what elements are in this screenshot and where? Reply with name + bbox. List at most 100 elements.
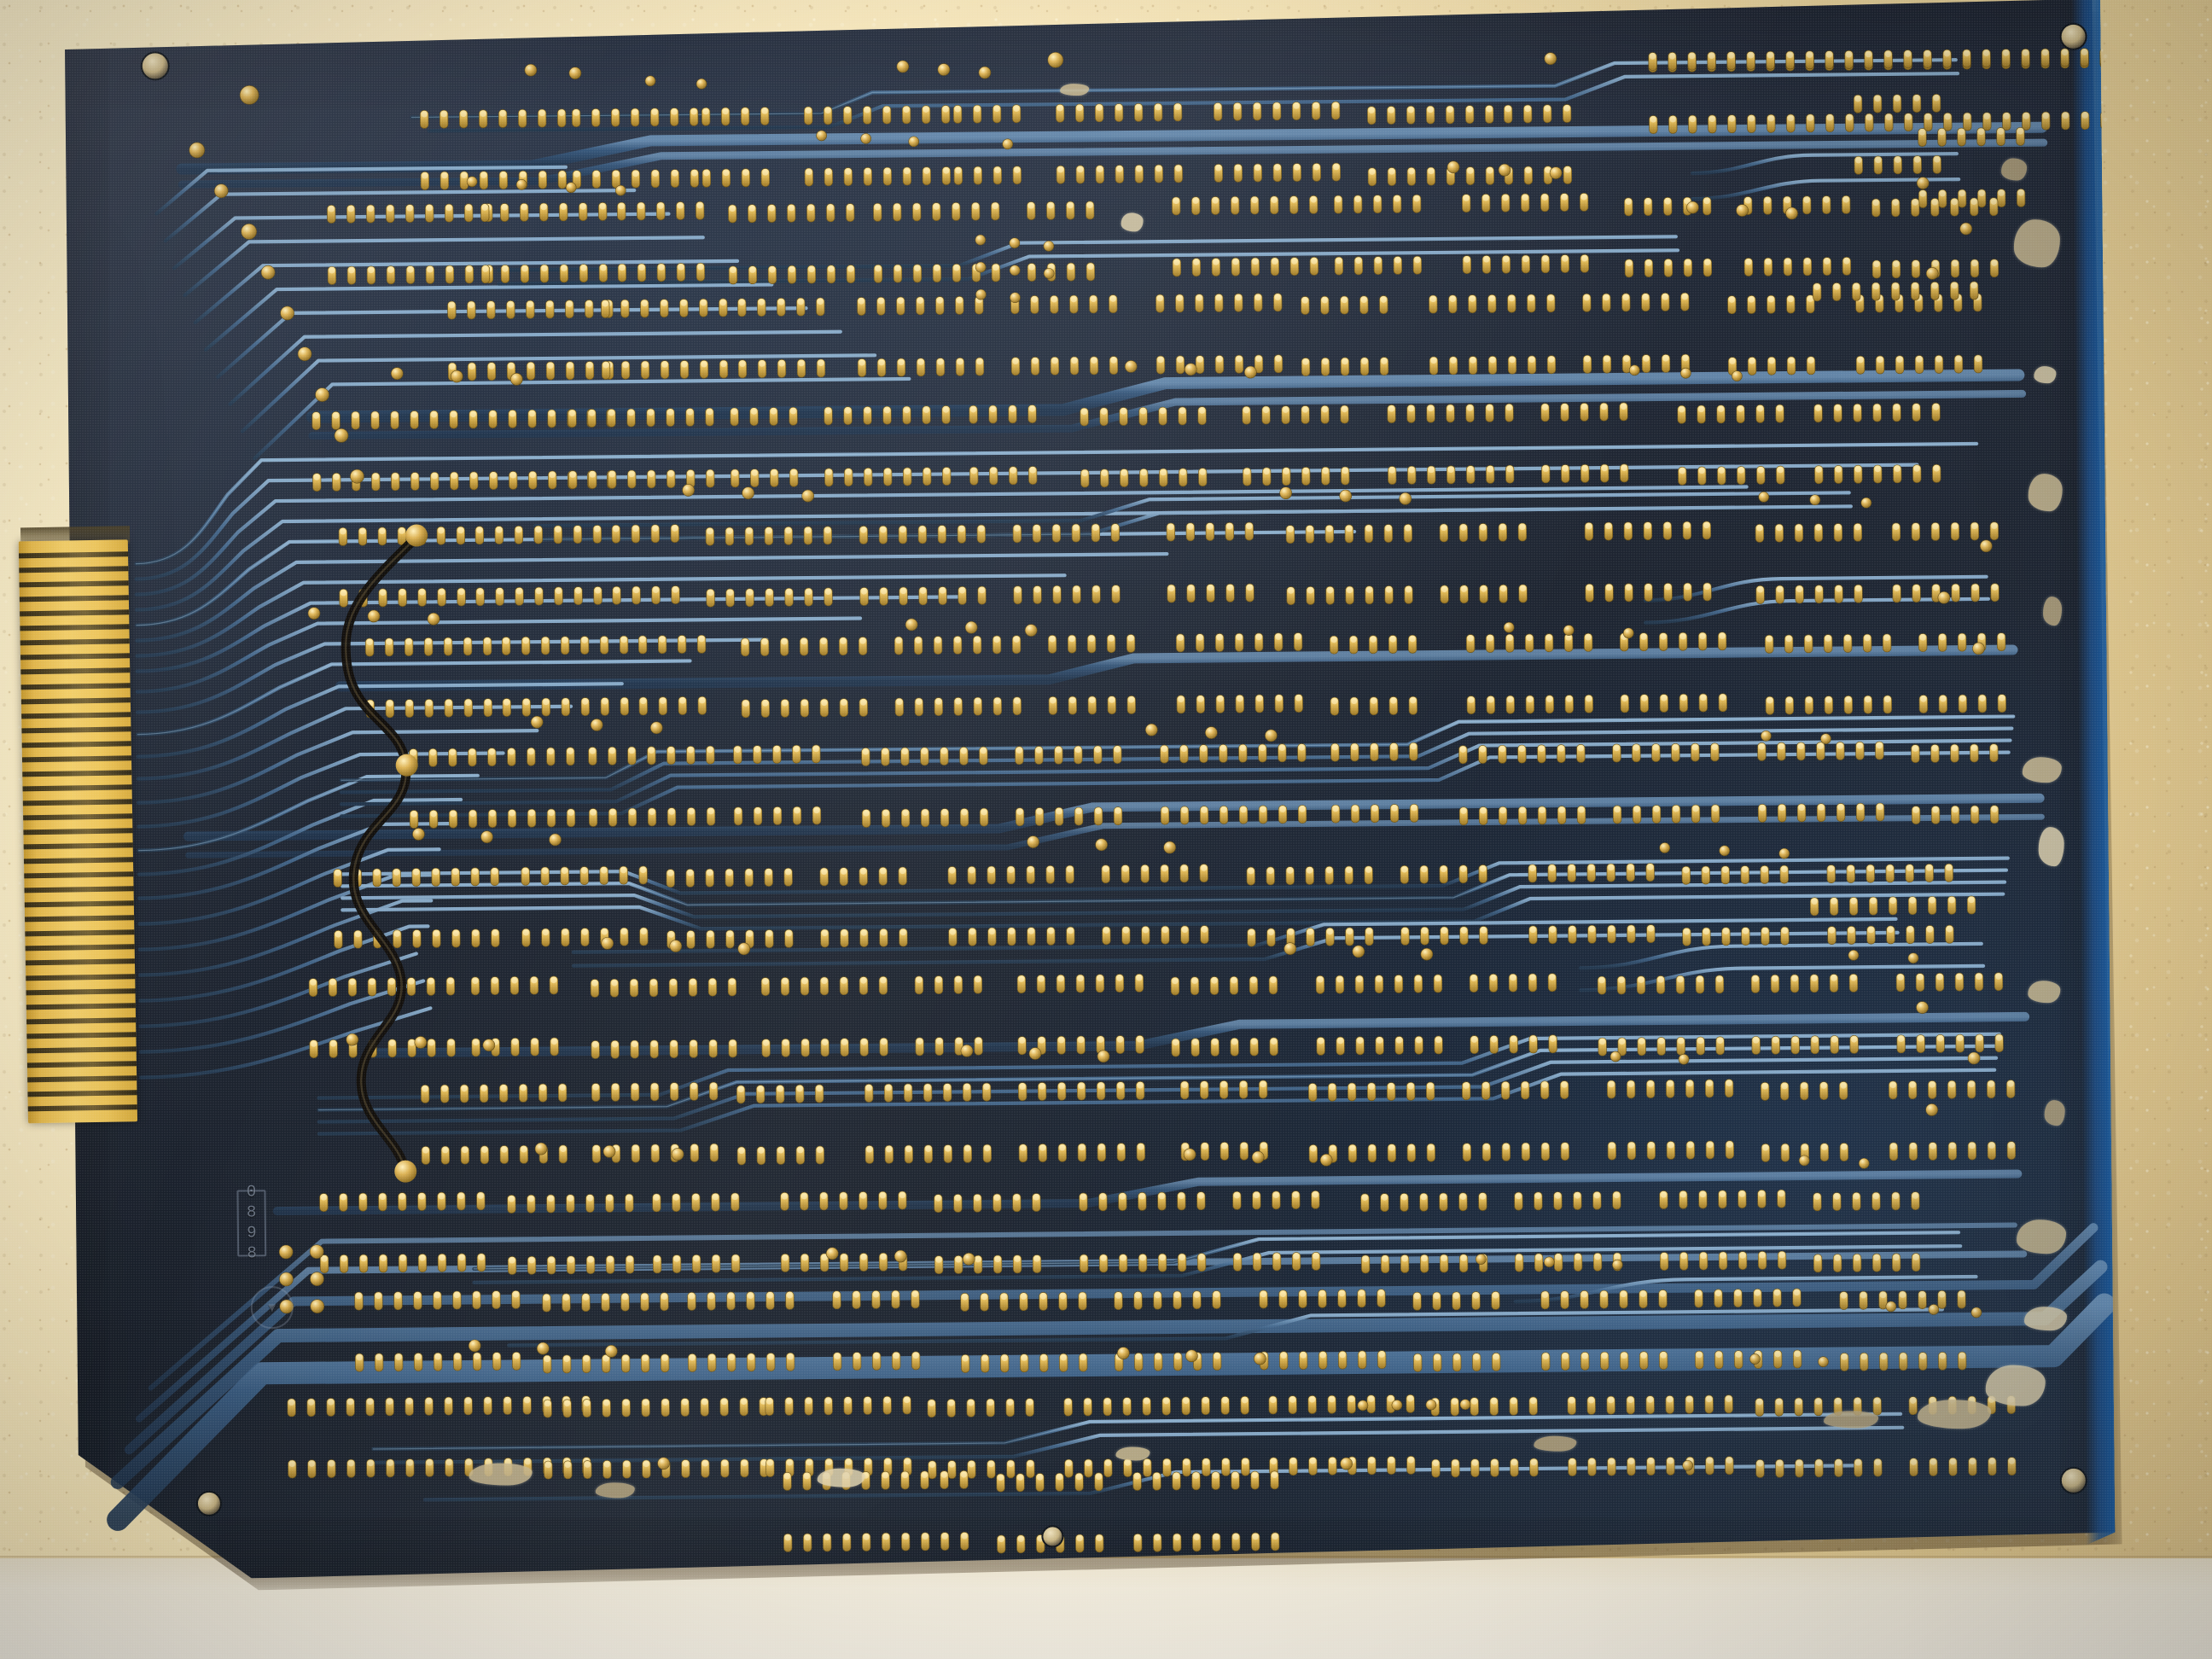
- dip-footprint: [470, 975, 559, 1057]
- via-pad: [975, 288, 987, 300]
- via-pad: [480, 830, 493, 844]
- dip-footprint: [1232, 1190, 1321, 1272]
- via-pad: [1097, 1050, 1110, 1063]
- dip-footprint: [447, 299, 614, 381]
- via-pad: [644, 75, 656, 87]
- via-pad: [213, 183, 229, 198]
- via-pad: [960, 1045, 974, 1057]
- dip-footprint: [760, 975, 888, 1057]
- dip-footprint: [333, 867, 500, 949]
- via-pad: [1778, 847, 1790, 859]
- corner-scuff: [1985, 1365, 2046, 1406]
- dip-footprint: [947, 864, 1075, 946]
- dip-footprint: [859, 524, 987, 606]
- inspection-stamp-marking: ▼: [250, 1285, 294, 1330]
- dip-footprint: [1079, 1191, 1207, 1273]
- dip-footprint: [1285, 523, 1413, 606]
- card-edge-connector[interactable]: [18, 539, 138, 1124]
- dip-footprint: [480, 202, 608, 284]
- dip-footprint: [687, 1290, 795, 1372]
- via-pad: [1860, 497, 1872, 509]
- edge-scuff: [2022, 757, 2062, 783]
- via-pad: [1244, 365, 1257, 379]
- dip-footprint: [1155, 293, 1284, 375]
- via-pad: [1925, 267, 1939, 280]
- via-pad: [239, 85, 259, 105]
- via-pad: [482, 1039, 496, 1052]
- via-pad: [602, 1145, 616, 1158]
- dip-footprint: [1387, 403, 1515, 485]
- via-pad: [1319, 1153, 1333, 1167]
- via-pad: [604, 1345, 618, 1358]
- dip-footprint: [1813, 403, 1941, 485]
- dip-footprint: [1268, 1394, 1416, 1476]
- via-pad: [1043, 268, 1055, 279]
- via-pad: [1972, 642, 1985, 655]
- dip-footprint: [1462, 192, 1590, 275]
- pcb-board: 0898 ▼: [18, 0, 2115, 1580]
- via-pad: [412, 828, 425, 841]
- via-pad: [1686, 201, 1699, 214]
- via-pad: [536, 1342, 550, 1355]
- via-pad: [1916, 1001, 1929, 1014]
- dip-footprint: [1179, 1080, 1268, 1161]
- bottom-scuff: [817, 1468, 865, 1488]
- dip-footprint: [572, 107, 700, 189]
- dip-footprint: [1624, 196, 1713, 278]
- via-pad: [1002, 138, 1014, 150]
- dip-footprint: [501, 635, 629, 717]
- dip-footprint: [1315, 974, 1443, 1056]
- via-pad: [1980, 539, 1993, 553]
- via-pad: [962, 1253, 975, 1266]
- via-pad: [742, 486, 754, 500]
- corner-scuff: [1824, 1411, 1879, 1429]
- dip-footprint: [1114, 1290, 1222, 1371]
- via-pad: [1145, 723, 1158, 736]
- via-pad: [1544, 1256, 1555, 1268]
- via-pad: [964, 620, 978, 634]
- dip-footprint: [474, 525, 602, 607]
- via-pads: [189, 51, 1993, 1471]
- via-pad: [1736, 204, 1749, 217]
- via-pad: [565, 182, 577, 194]
- dip-footprint: [1063, 1395, 1250, 1478]
- dip-footprint: [1743, 195, 1852, 276]
- dip-footprint: [1329, 634, 1417, 716]
- dip-footprint: [1242, 405, 1350, 486]
- dip-footprint: [1080, 406, 1208, 488]
- via-pad: [279, 1299, 294, 1314]
- via-pad: [1447, 160, 1460, 174]
- via-pad: [1659, 842, 1670, 853]
- via-pad: [530, 715, 544, 729]
- via-pad: [1544, 52, 1557, 66]
- dip-footprint: [1918, 127, 2026, 208]
- dip-footprint: [969, 405, 1038, 486]
- dip-footprint: [1514, 1190, 1622, 1272]
- rework-jumper-wire: [341, 524, 428, 1183]
- via-pad: [896, 60, 910, 73]
- via-pad: [390, 367, 404, 381]
- dip-footprint: [952, 104, 1022, 185]
- dip-footprint: [1246, 865, 1374, 947]
- dip-footprint: [1528, 863, 1656, 945]
- dip-footprint: [1439, 522, 1528, 604]
- desk-edge-line: [0, 1556, 2212, 1560]
- via-pad: [894, 1249, 907, 1263]
- via-pad: [1907, 952, 1919, 963]
- dip-footprint: [1259, 1289, 1387, 1371]
- dip-footprint: [1813, 1191, 1921, 1273]
- edge-scuff: [2042, 596, 2063, 626]
- via-pad: [260, 265, 276, 280]
- edge-scuff: [2028, 473, 2063, 512]
- dip-footprint: [591, 1081, 719, 1163]
- dip-footprint: [568, 407, 715, 490]
- via-pad: [1928, 1304, 1940, 1315]
- via-pad: [549, 833, 562, 847]
- dip-footprint: [861, 746, 989, 828]
- via-pad: [189, 142, 206, 159]
- dip-footprint: [1597, 975, 1725, 1057]
- dip-footprint: [1619, 632, 1727, 713]
- dip-footprint: [1750, 973, 1859, 1055]
- dip-pad-rows: [287, 48, 2110, 1554]
